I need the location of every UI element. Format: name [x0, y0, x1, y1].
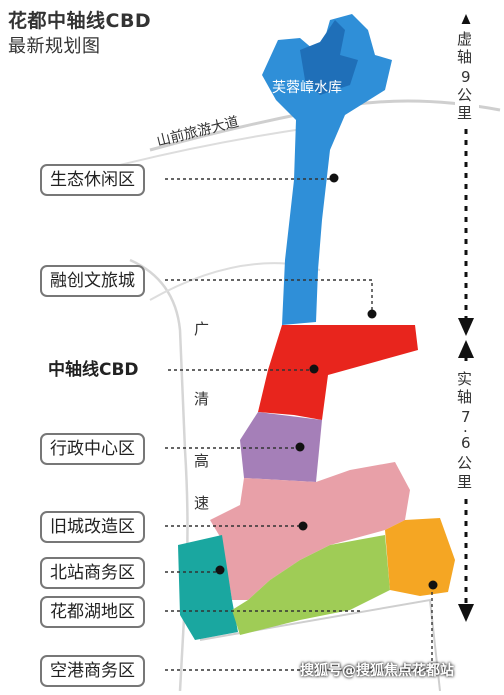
label-sunac: 融创文旅城 — [40, 265, 145, 297]
reservoir-label: 芙蓉嶂水库 — [272, 79, 342, 96]
axis-virtual-char-4: 公 — [457, 86, 472, 104]
dot-sunac — [367, 309, 377, 319]
expressway-char-3: 高 — [194, 452, 209, 470]
label-airport: 空港商务区 — [40, 655, 145, 687]
zone-lake — [232, 535, 390, 635]
axis-real-char-7: 里 — [457, 473, 472, 491]
axis-real-char-6: 公 — [457, 454, 472, 472]
axis-real-char-5: 6 — [461, 434, 471, 452]
axis-virtual-char-2: 轴 — [457, 48, 472, 66]
expressway-char-4: 速 — [194, 494, 209, 512]
axis-real-char-3: 7 — [461, 408, 471, 426]
axis-real-char-1: 实 — [457, 370, 472, 388]
dot-admin — [295, 442, 305, 452]
dot-ecology — [329, 173, 339, 183]
dot-northstation — [215, 565, 225, 575]
label-admin: 行政中心区 — [40, 433, 145, 465]
watermark: 搜狐号@搜狐焦点花都站 — [300, 663, 454, 679]
leader-sunac — [165, 279, 373, 312]
label-oldtown: 旧城改造区 — [40, 511, 145, 543]
axis-real-char-4: . — [463, 418, 468, 436]
axis-virtual-char-3: 9 — [461, 68, 471, 86]
expressway-char-1: 广 — [194, 320, 209, 338]
axis-virtual-bottom-arrow — [458, 318, 474, 336]
dot-airport — [428, 580, 438, 590]
axis-virtual-char-1: 虚 — [457, 30, 472, 48]
title-line-1: 花都中轴线CBD — [8, 10, 152, 32]
axis-real-bottom-arrow — [458, 604, 474, 622]
axis-real-char-2: 轴 — [457, 388, 472, 406]
label-cbd: 中轴线CBD — [48, 360, 139, 380]
axis-virtual-char-5: 里 — [457, 104, 472, 122]
label-ecology: 生态休闲区 — [40, 164, 145, 196]
label-northstation: 北站商务区 — [40, 557, 145, 589]
road-bottom — [199, 598, 441, 692]
title-line-2: 最新规划图 — [8, 36, 101, 57]
zone-oldtown — [210, 462, 410, 600]
road-mountain-label: 山前旅游大道 — [155, 113, 241, 150]
axis-real-top-arrow — [458, 340, 474, 358]
dot-cbd — [309, 364, 319, 374]
expressway-char-2: 清 — [194, 390, 209, 408]
zone-northstation — [178, 535, 238, 640]
zone-admin — [240, 412, 322, 482]
zone-ecology — [262, 14, 392, 325]
label-lake: 花都湖地区 — [40, 596, 145, 628]
zone-cbd — [258, 325, 418, 420]
reservoir-water — [300, 20, 358, 95]
zone-airport — [385, 518, 455, 596]
dot-oldtown — [298, 521, 308, 531]
leader-airport — [165, 588, 433, 671]
